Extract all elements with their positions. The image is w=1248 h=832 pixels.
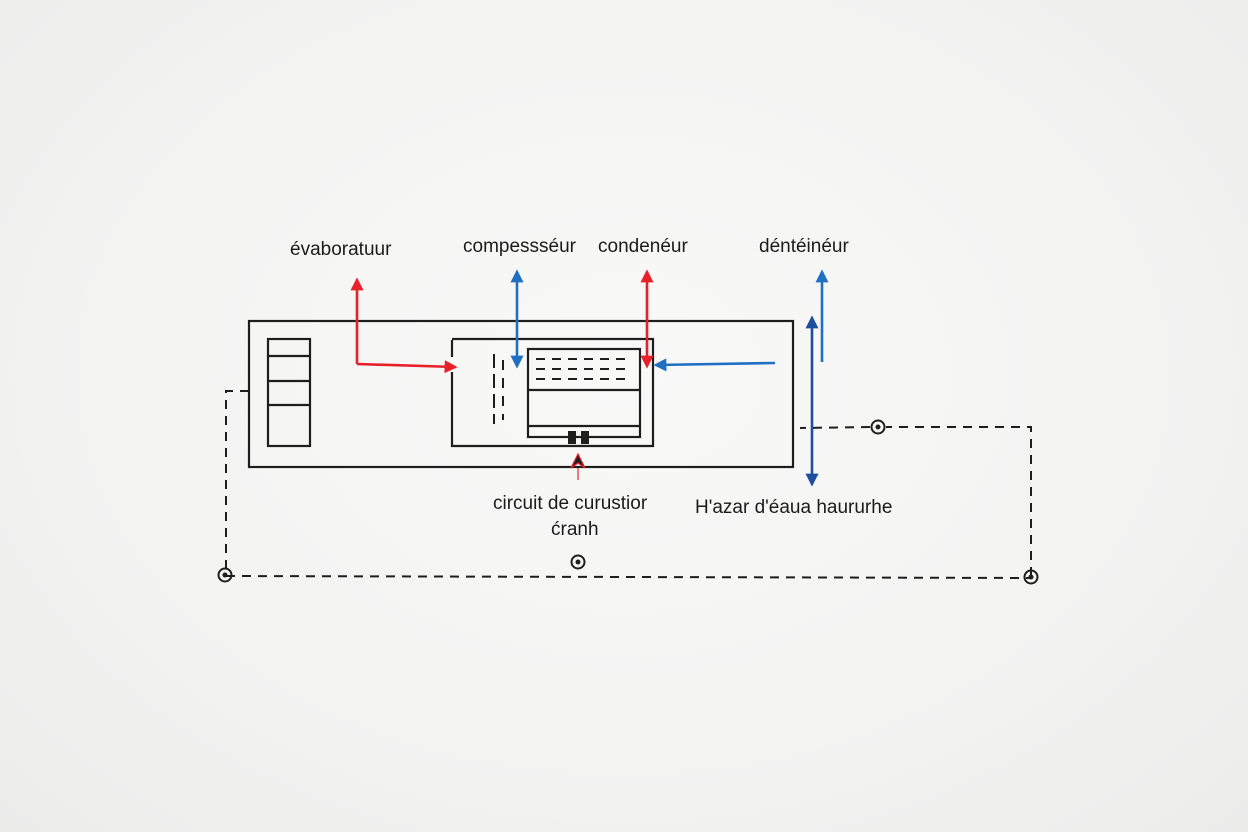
dashed-circuit-link: [799, 426, 871, 429]
exchanger-unit: [526, 347, 642, 444]
dashed-circuit-bottom: [225, 575, 1032, 579]
evaporator-arrow-right: [356, 360, 458, 374]
circuit-label-line1: circuit de curustior: [493, 493, 648, 514]
return-flow-arrow: [653, 358, 776, 372]
circuit-label-line2: ćranh: [551, 519, 599, 540]
compressor-label: compessséur: [463, 236, 577, 257]
left-module: [266, 337, 312, 448]
condenser-label: condenéur: [598, 236, 688, 257]
water-heater-label: H'azar d'éaua haururhe: [695, 497, 892, 518]
circuit-marker: [570, 452, 586, 469]
connector-block-right: [581, 431, 589, 444]
dashed-circuit-left: [225, 390, 249, 574]
detendeur-label: déntéinéur: [759, 236, 849, 257]
dashed-circuit-right: [886, 426, 1032, 576]
connector-block-left: [568, 431, 576, 444]
node-center: [570, 554, 586, 570]
node-upper-right: [870, 419, 886, 435]
inner-unit-box: [450, 337, 655, 448]
node-right: [1023, 569, 1039, 585]
node-left: [217, 567, 233, 583]
evaporator-label: évaboratuur: [290, 239, 392, 260]
